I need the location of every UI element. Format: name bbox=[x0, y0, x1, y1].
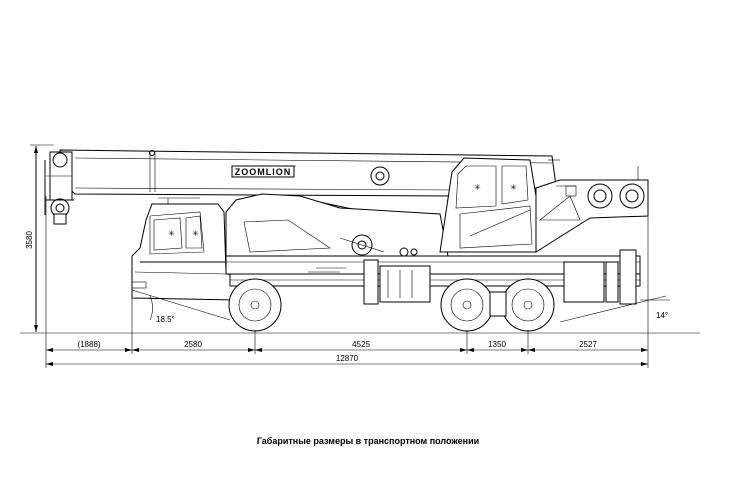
wheel-axle-2 bbox=[440, 278, 494, 332]
approach-angle-value: 18.5° bbox=[156, 315, 175, 324]
svg-text:✳: ✳ bbox=[474, 183, 481, 192]
wheel-axle-3 bbox=[501, 278, 555, 332]
brand-logo: ZOOMLION bbox=[231, 165, 295, 178]
drawing-caption: Габаритные размеры в транспортном положе… bbox=[257, 436, 479, 446]
chassis-frame bbox=[225, 249, 641, 305]
overall-length-dimension: 12870 bbox=[46, 354, 648, 366]
height-dimension: 3580 bbox=[25, 144, 54, 332]
segment-dimension-row: (1888) 2580 4525 1350 2527 bbox=[46, 340, 648, 352]
height-value: 3580 bbox=[25, 231, 34, 249]
dim-front-overhang: (1888) bbox=[77, 340, 100, 349]
dim-overall-length: 12870 bbox=[336, 354, 359, 363]
svg-text:✳: ✳ bbox=[510, 183, 517, 192]
svg-text:✳: ✳ bbox=[168, 229, 175, 238]
carrier-body bbox=[225, 193, 449, 257]
departure-angle: 14° bbox=[559, 295, 670, 323]
dim-axle-3-4: 1350 bbox=[488, 340, 506, 349]
departure-angle-value: 14° bbox=[656, 311, 668, 320]
wheel-axle-1 bbox=[228, 278, 282, 332]
dim-axle-1-2: 2580 bbox=[184, 340, 202, 349]
brand-logo-text: ZOOMLION bbox=[235, 167, 292, 177]
approach-angle: 18.5° bbox=[131, 289, 231, 324]
svg-text:✳: ✳ bbox=[192, 229, 199, 238]
crane-operator-cab: ✳ ✳ bbox=[439, 157, 537, 253]
carrier-cab: ✳ ✳ bbox=[131, 197, 237, 301]
dim-rear-overhang: 2527 bbox=[579, 340, 597, 349]
dim-axle-2-3: 4525 bbox=[352, 340, 370, 349]
